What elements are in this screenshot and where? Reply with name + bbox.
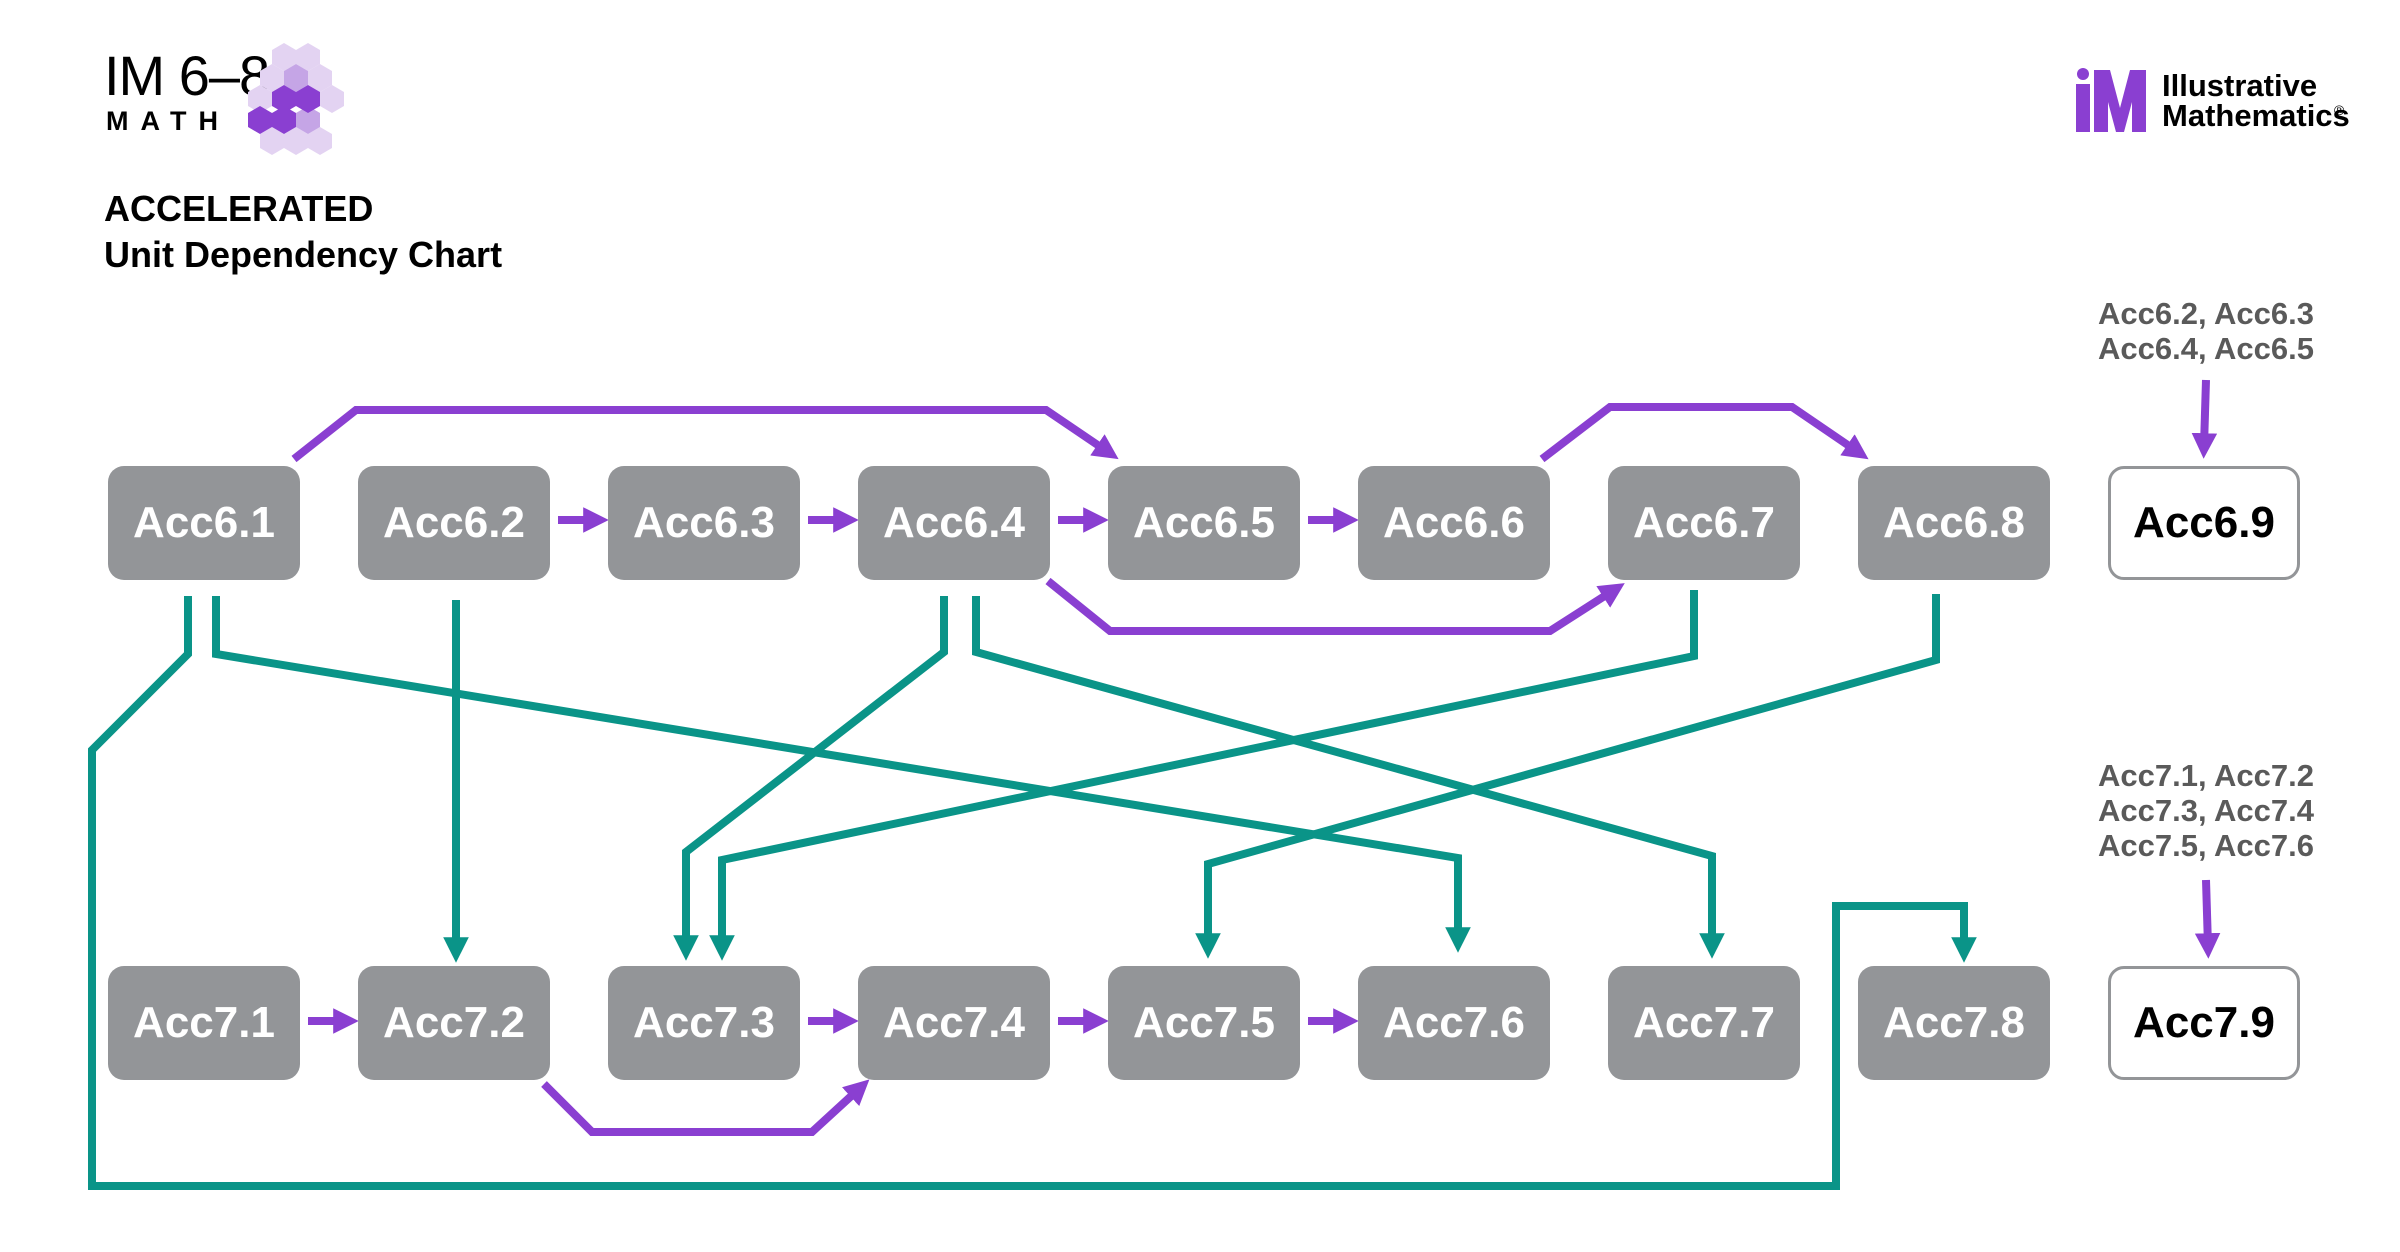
prereq-line: Acc6.2, Acc6.3 — [2097, 296, 2314, 331]
acc7-9-prereqs: Acc7.1, Acc7.2 Acc7.3, Acc7.4 Acc7.5, Ac… — [2076, 758, 2336, 863]
unit-acc7-7: Acc7.7 — [1608, 966, 1800, 1080]
arrow-to-acc6-9 — [2191, 379, 2218, 459]
arrow-acc6-4-to-acc7-7 — [972, 596, 1725, 959]
chart-title-accelerated: ACCELERATED — [104, 188, 374, 229]
logo-im-text: IM 6–8 — [104, 44, 270, 107]
unit-acc6-3: Acc6.3 — [608, 466, 800, 580]
prereq-line: Acc7.3, Acc7.4 — [2097, 793, 2314, 828]
unit-acc7-8: Acc7.8 — [1858, 966, 2050, 1080]
unit-acc7-3: Acc7.3 — [608, 966, 800, 1080]
arrow-acc6-4-to-acc6-7 — [1045, 577, 1625, 635]
unit-acc7-9: Acc7.9 — [2108, 966, 2300, 1080]
unit-acc7-5: Acc7.5 — [1108, 966, 1300, 1080]
logo-math-text: MATH — [106, 106, 230, 136]
arrow-acc6-6-to-acc6-8 — [1539, 403, 1869, 463]
unit-acc7-2: Acc7.2 — [358, 966, 550, 1080]
unit-acc6-2: Acc6.2 — [358, 466, 550, 580]
unit-acc6-7: Acc6.7 — [1608, 466, 1800, 580]
acc6-9-prereqs: Acc6.2, Acc6.3 Acc6.4, Acc6.5 — [2076, 296, 2336, 366]
prereq-line: Acc7.5, Acc7.6 — [2097, 828, 2314, 863]
im-6-8-math-logo: IM 6–8 MATH — [104, 44, 270, 137]
unit-acc7-1: Acc7.1 — [108, 966, 300, 1080]
arrow-acc6-1-to-acc7-8 — [88, 596, 1977, 1190]
unit-acc6-4: Acc6.4 — [858, 466, 1050, 580]
arrow-acc6-4-to-acc7-3 — [673, 596, 948, 961]
arrow-acc6-1-to-acc6-5 — [291, 406, 1119, 463]
brand-line-1: Illustrative — [2162, 68, 2318, 103]
unit-acc7-6: Acc7.6 — [1358, 966, 1550, 1080]
arrow-acc7-2-to-acc7-4 — [541, 1079, 870, 1136]
arrow-acc6-1-to-acc7-6 — [212, 596, 1471, 953]
hexagon-cluster-icon — [248, 43, 344, 155]
unit-acc6-1: Acc6.1 — [108, 466, 300, 580]
arrow-acc6-7-to-acc7-3 — [709, 590, 1698, 961]
im-logo-icon — [2076, 68, 2146, 132]
unit-acc6-5: Acc6.5 — [1108, 466, 1300, 580]
prereq-line: Acc6.4, Acc6.5 — [2097, 331, 2314, 366]
illustrative-mathematics-logo: Illustrative Mathematics ® — [2072, 68, 2350, 139]
unit-acc6-9: Acc6.9 — [2108, 466, 2300, 580]
unit-acc7-4: Acc7.4 — [858, 966, 1050, 1080]
brand-line-2: Mathematics — [2162, 98, 2350, 133]
registered-mark: ® — [2334, 102, 2345, 118]
unit-acc6-8: Acc6.8 — [1858, 466, 2050, 580]
chart-title: Unit Dependency Chart — [104, 234, 503, 275]
unit-acc6-6: Acc6.6 — [1358, 466, 1550, 580]
arrow-to-acc7-9 — [2194, 879, 2221, 959]
arrow-acc6-8-to-acc7-5 — [1195, 594, 1940, 959]
prereq-line: Acc7.1, Acc7.2 — [2097, 758, 2314, 793]
